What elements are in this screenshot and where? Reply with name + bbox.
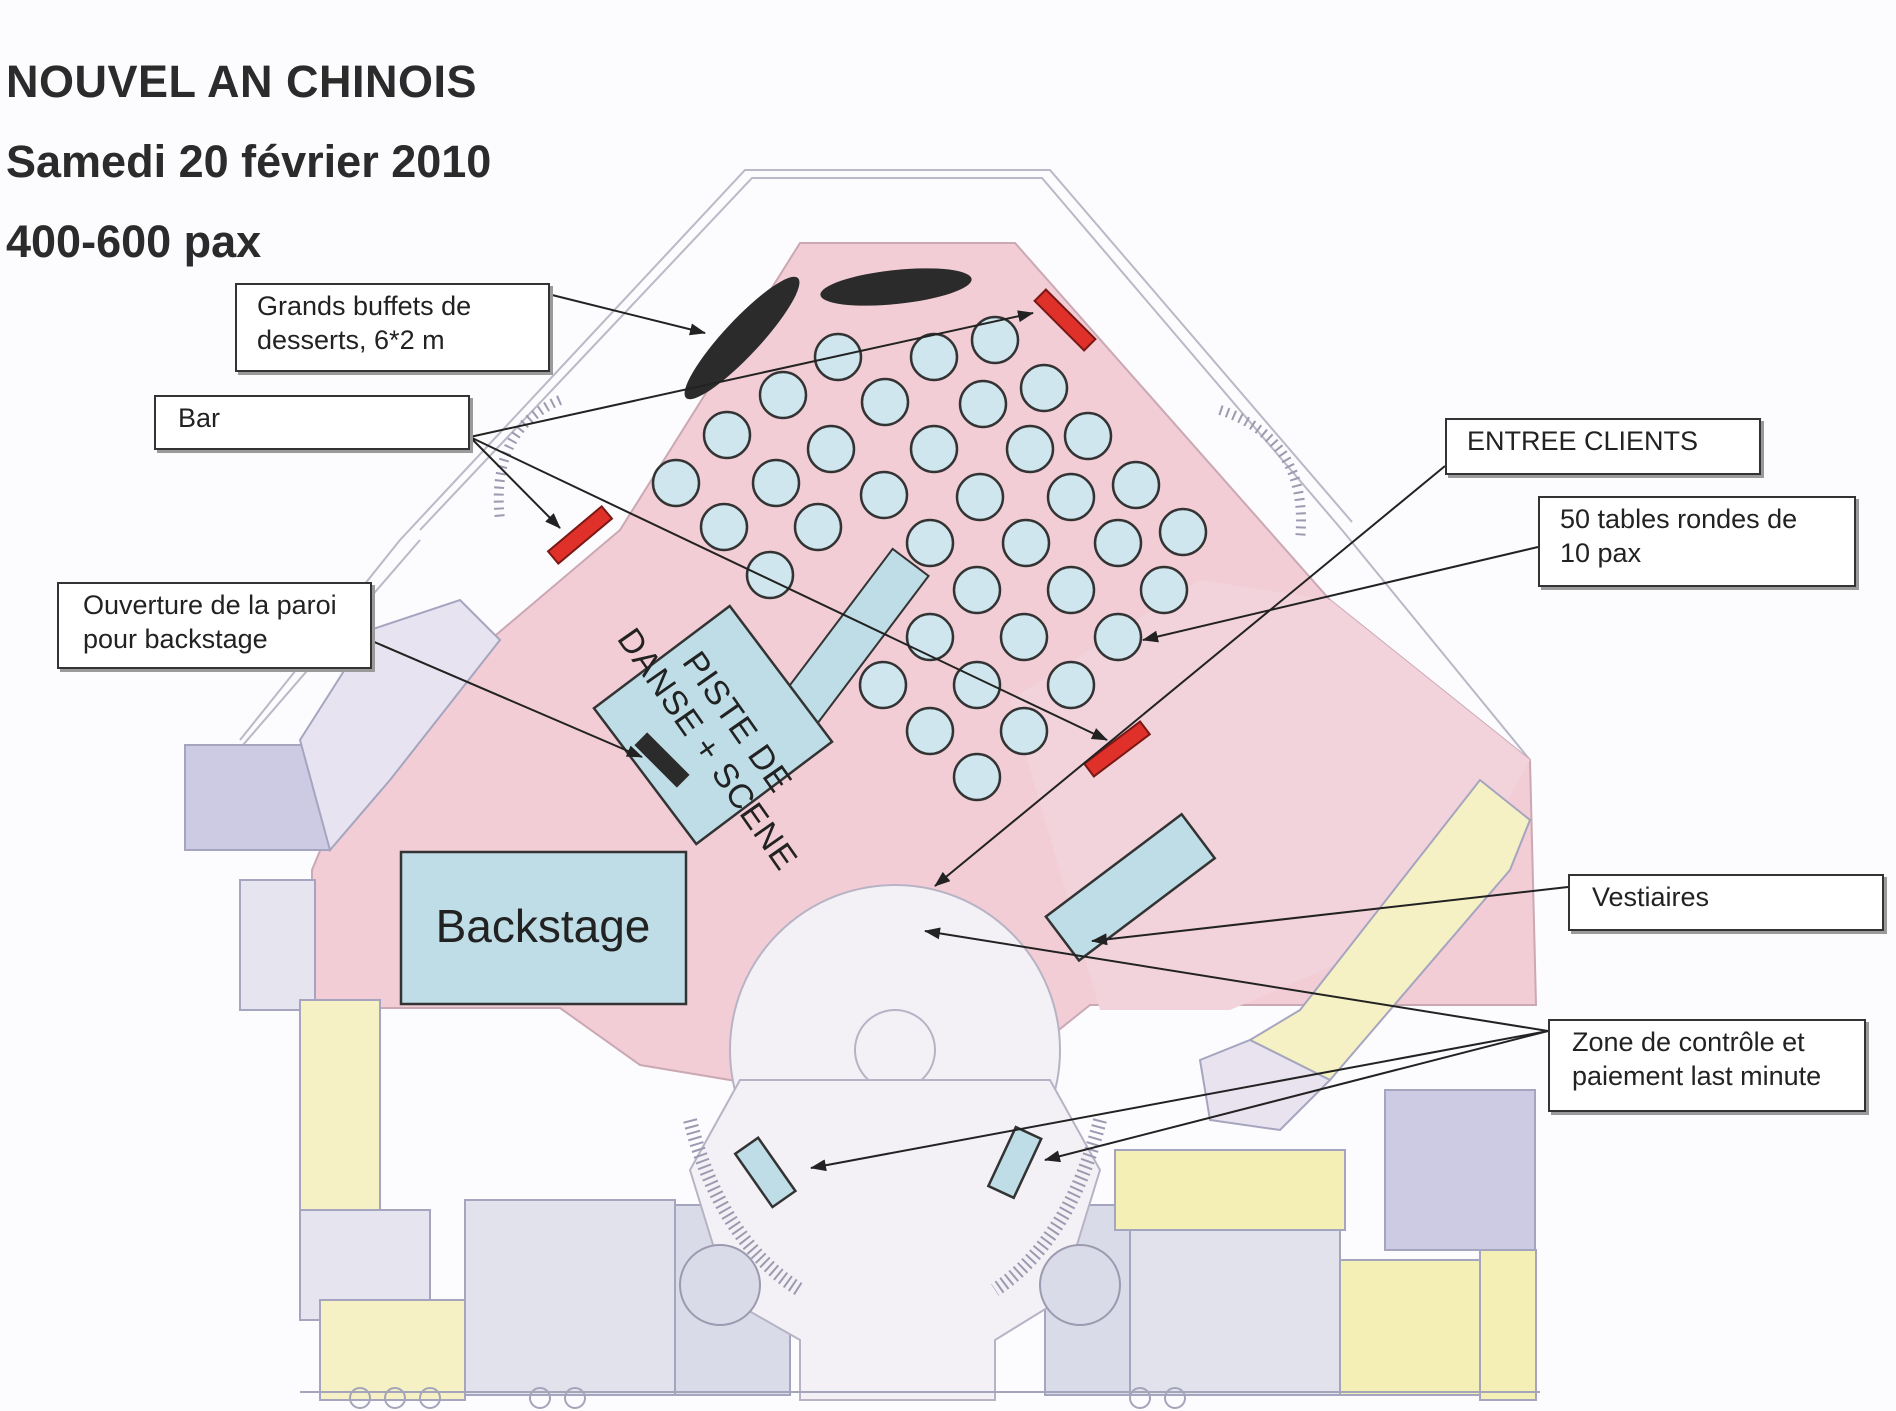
round-table [858,660,908,710]
room-breaking-out [1339,1259,1481,1396]
arrow-tables [1142,546,1539,643]
round-table [1046,472,1096,522]
round-table [999,706,1049,756]
leader-lines [371,293,1569,1172]
round-table [952,565,1002,615]
round-table [813,332,863,382]
round-table [1093,612,1143,662]
arrow-bar-3 [469,436,1108,741]
round-table [758,370,808,420]
round-table [651,458,701,508]
round-table [1046,660,1096,710]
callout-bar: Bar [154,395,470,450]
callout-ouverture: Ouverture de la paroi pour backstage [57,582,372,669]
arrow-zone-1 [924,927,1549,1032]
round-tables [651,315,1208,802]
round-table [702,410,752,460]
round-table [860,377,910,427]
room-sanitaires-hommes [1129,1199,1341,1396]
bar-counter-1 [1033,288,1097,352]
central-hall [679,884,1121,1401]
arrow-buffets [547,293,706,336]
round-table [905,706,955,756]
round-table [1158,507,1208,557]
round-table [1046,565,1096,615]
arrow-zone-3 [1044,1030,1549,1163]
arrow-bar-2 [469,436,561,529]
room-office [1384,1089,1536,1251]
room-sas [239,879,316,1011]
arrow-bar-1 [469,310,1034,438]
dessert-buffet-1 [820,268,972,306]
round-table [859,470,909,520]
dessert-buffets [684,268,972,400]
event-capacity: 400-600 pax [6,216,262,267]
arrow-vestiaires [1091,886,1569,946]
room-loges [299,999,381,1211]
colonnade [300,1387,1540,1409]
room-informatique [1114,1149,1346,1231]
round-table [1139,565,1189,615]
event-title: NOUVEL AN CHINOIS [6,56,478,107]
round-table [751,458,801,508]
round-table [999,612,1049,662]
round-table [909,332,959,382]
round-table [1093,518,1143,568]
side-rooms [184,598,1537,1401]
round-table [745,550,795,600]
callout-buffets: Grands buffets de desserts, 6*2 m [235,283,550,372]
round-table [1001,518,1051,568]
round-table [1019,363,1069,413]
round-table [699,502,749,552]
round-table [905,518,955,568]
arrow-entree [934,465,1446,887]
dessert-buffet-2 [684,276,800,400]
round-table [1111,460,1161,510]
backstage-label: Backstage [436,900,651,952]
round-table [909,424,959,474]
callout-zone-controle: Zone de contrôle et paiement last minute [1548,1019,1866,1112]
backstage-area: Backstage [399,850,688,1006]
callout-vestiaires: Vestiaires [1568,874,1884,931]
round-table [958,379,1008,429]
arrow-zone-2 [810,1030,1549,1172]
room-sanitaires-dames [464,1199,676,1396]
round-table [1005,424,1055,474]
round-table [905,612,955,662]
stairs [493,395,1306,541]
bars [546,288,1152,778]
backstage-opening [634,732,690,788]
round-table [955,472,1005,522]
cloakroom-counter [1044,812,1217,963]
round-table [952,752,1002,802]
room-foyer-artistes [319,1299,466,1401]
control-booth-right [986,1125,1043,1200]
callout-tables: 50 tables rondes de 10 pax [1538,496,1856,587]
round-table [793,502,843,552]
control-booth-left [733,1136,798,1209]
callout-entree-clients: ENTREE CLIENTS [1445,418,1761,475]
bar-counter-2 [546,504,614,566]
event-date: Samedi 20 février 2010 [6,136,492,187]
bar-counter-3 [1082,720,1152,778]
round-table [970,315,1020,365]
arrow-ouverture [371,640,643,758]
round-table [1063,411,1113,461]
control-booths [733,1125,1043,1209]
round-table [806,424,856,474]
